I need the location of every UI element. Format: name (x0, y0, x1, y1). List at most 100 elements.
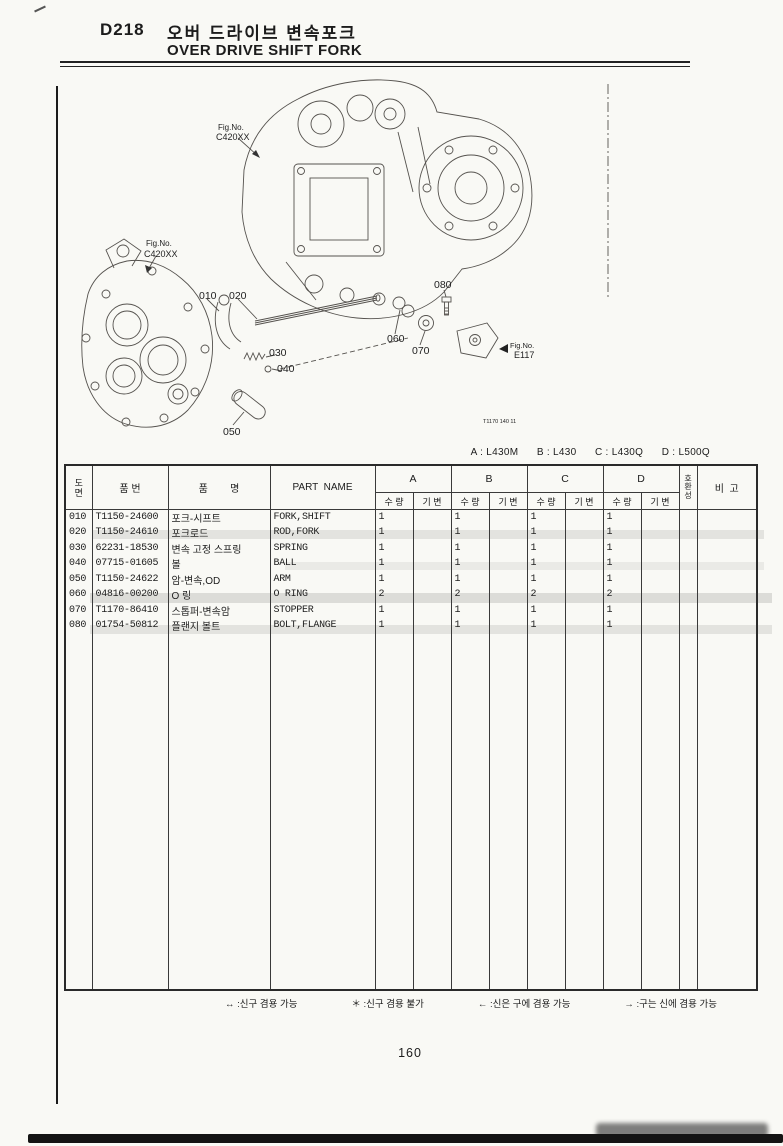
fig3-code: E117 (514, 350, 534, 360)
row-compat (678, 618, 698, 634)
row-variant-c (564, 618, 604, 634)
subheader-variant-c: 기 변 (564, 492, 604, 510)
row-part-name: BALL (269, 556, 376, 572)
row-part-number: T1150-24622 (91, 571, 169, 587)
subheader-qty-b: 수 량 (450, 492, 490, 510)
row-qty-b: 1 (450, 571, 490, 587)
table-row: 050 T1150-24622 암-변속,OD ARM 1 1 1 1 (64, 571, 758, 587)
row-qty-d: 1 (602, 540, 642, 556)
callout-050: 050 (223, 426, 241, 438)
row-qty-c: 1 (526, 618, 566, 634)
legend-item: → :구는 신에 겸용 가능 (624, 999, 717, 1010)
row-qty-b: 1 (450, 525, 490, 541)
row-qty-b: 1 (450, 509, 490, 525)
row-variant-d (640, 556, 680, 572)
row-variant-d (640, 509, 680, 525)
row-part-number: 01754-50812 (91, 618, 169, 634)
subheader-variant-a: 기 변 (412, 492, 452, 510)
row-name-kr: 플랜지 볼트 (167, 618, 271, 634)
row-remarks (696, 571, 758, 587)
row-variant-d (640, 540, 680, 556)
part-o-rings (392, 296, 415, 318)
row-variant-d (640, 525, 680, 541)
legend-item: ↔ :신구 겸용 가능 (225, 999, 298, 1010)
subheader-qty-d: 수 량 (602, 492, 642, 510)
row-qty-d: 1 (602, 618, 642, 634)
row-qty-c: 1 (526, 571, 566, 587)
part-stopper (418, 315, 434, 331)
row-variant-d (640, 618, 680, 634)
row-name-kr: 스톱퍼-변속암 (167, 602, 271, 618)
row-variant-a (412, 540, 452, 556)
col-group-c: C (526, 464, 604, 493)
table-row: 030 62231-18530 변속 고정 스프링 SPRING 1 1 1 1 (64, 540, 758, 556)
row-variant-a (412, 587, 452, 603)
row-part-number: T1150-24610 (91, 525, 169, 541)
transmission-case (241, 79, 533, 320)
row-variant-b (488, 587, 528, 603)
col-group-b: B (450, 464, 528, 493)
table-row: 040 07715-01605 볼 BALL 1 1 1 1 (64, 556, 758, 572)
row-remarks (696, 525, 758, 541)
compatibility-legend: ↔ :신구 겸용 가능 ＊ :신구 겸용 불가 ← :신은 구에 겸용 가능 →… (225, 996, 717, 1010)
row-part-number: T1150-24600 (91, 509, 169, 525)
row-qty-c: 2 (526, 587, 566, 603)
row-variant-c (564, 602, 604, 618)
row-ref: 060 (64, 587, 93, 603)
part-arm (231, 389, 266, 420)
row-qty-b: 1 (450, 618, 490, 634)
row-variant-c (564, 556, 604, 572)
fig3-label: Fig.No. (510, 341, 534, 350)
fig2-label: Fig.No. (146, 239, 172, 248)
row-name-kr: 포크로드 (167, 525, 271, 541)
subheader-qty-c: 수 량 (526, 492, 566, 510)
row-variant-b (488, 556, 528, 572)
row-variant-a (412, 571, 452, 587)
section-code: D218 (100, 20, 145, 39)
callout-030: 030 (269, 347, 287, 359)
subheader-qty-a: 수 량 (374, 492, 414, 510)
exploded-parts-diagram: Fig.No. C420XX Fig.No. C420XX Fig.No. E1… (81, 79, 609, 438)
row-part-name: ARM (269, 571, 376, 587)
row-qty-a: 1 (374, 571, 414, 587)
col-header-part-name: PART NAME (269, 464, 376, 510)
row-part-name: FORK,SHIFT (269, 509, 376, 525)
callout-020: 020 (229, 290, 247, 302)
part-spring-and-ball (243, 337, 409, 373)
print-stamp: T1170 140 11 (483, 419, 516, 425)
row-remarks (696, 618, 758, 634)
row-name-kr: 변속 고정 스프링 (167, 540, 271, 556)
row-part-name: ROD,FORK (269, 525, 376, 541)
table-row: 070 T1170-86410 스톱퍼-변속암 STOPPER 1 1 1 1 (64, 602, 758, 618)
row-variant-b (488, 509, 528, 525)
row-ref: 020 (64, 525, 93, 541)
row-remarks (696, 556, 758, 572)
row-variant-c (564, 540, 604, 556)
table-row: 060 04816-00200 O 링 O RING 2 2 2 2 (64, 587, 758, 603)
row-variant-a (412, 525, 452, 541)
row-qty-a: 1 (374, 618, 414, 634)
row-compat (678, 602, 698, 618)
row-variant-c (564, 587, 604, 603)
col-group-a: A (374, 464, 452, 493)
row-qty-b: 1 (450, 602, 490, 618)
row-compat (678, 525, 698, 541)
part-shift-fork (214, 294, 242, 350)
row-remarks (696, 587, 758, 603)
legend-item: ＊ :신구 겸용 불가 (351, 999, 424, 1010)
row-variant-b (488, 571, 528, 587)
side-cover-plate (81, 238, 213, 428)
subheader-variant-d: 기 변 (640, 492, 680, 510)
row-variant-b (488, 618, 528, 634)
row-variant-a (412, 509, 452, 525)
row-ref: 080 (64, 618, 93, 634)
parts-table: 도 면 품 번 품 명 PART NAME A B C D 호 환 성 비 고 … (64, 464, 759, 991)
row-variant-c (564, 509, 604, 525)
row-part-name: STOPPER (269, 602, 376, 618)
row-qty-d: 1 (602, 509, 642, 525)
fig2-code: C420XX (144, 249, 178, 259)
callout-070: 070 (412, 345, 430, 357)
row-variant-b (488, 540, 528, 556)
table-row: 010 T1150-24600 포크-시프트 FORK,SHIFT 1 1 1 … (64, 509, 758, 525)
